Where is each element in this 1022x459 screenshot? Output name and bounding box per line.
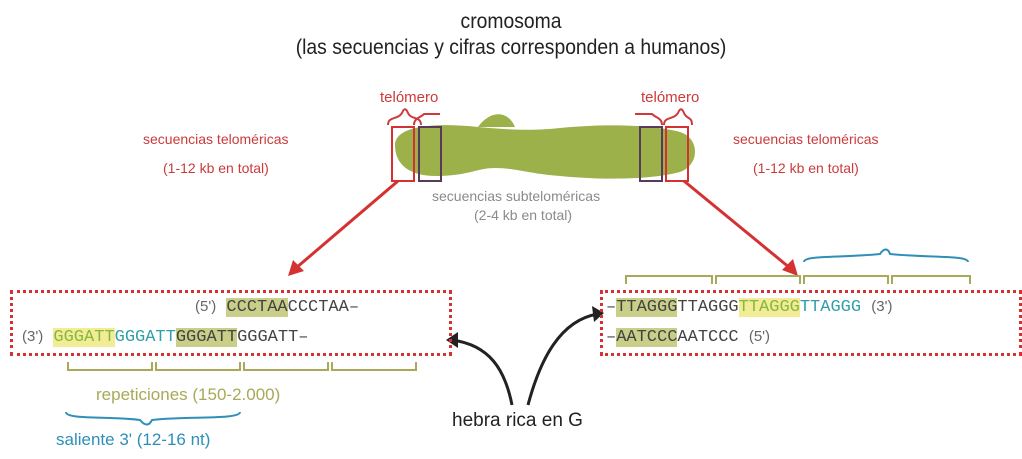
title-line2: (las secuencias y cifras corresponden a … (295, 36, 727, 59)
arrow-g-strand-right (526, 312, 599, 406)
repeat-brackets-right (625, 275, 971, 284)
label-telomere-left: telómero (380, 89, 439, 106)
label-telomeric-right-2: (1-12 kb en total) (753, 160, 859, 176)
subtelomere-box-left (418, 126, 442, 182)
telomere-box-right-outer (665, 126, 689, 182)
label-telomeric-left-1: secuencias teloméricas (143, 131, 289, 147)
arrow-g-strand-left (451, 338, 514, 406)
label-telomeric-left-2: (1-12 kb en total) (163, 160, 269, 176)
telomere-brace-left (387, 108, 422, 126)
overhang-brace-left (65, 411, 241, 426)
overhang-brace-right (803, 248, 969, 263)
arrow-right (683, 179, 791, 270)
title-line1: cromosoma (460, 10, 562, 33)
sequence-box-left (10, 290, 452, 356)
right-seq-top: –TTAGGGTTAGGGTTAGGGTTAGGG (3') (606, 298, 893, 317)
right-seq-bottom: –AATCCCAATCCC (5') (606, 328, 771, 347)
repeat-brackets-left (67, 362, 417, 371)
left-seq-bottom: (3') GGGATTGGGATTGGGATTGGGATT– (22, 328, 309, 347)
label-subtelomeric-2: (2-4 kb en total) (474, 207, 573, 223)
label-telomeric-right-1: secuencias teloméricas (733, 131, 879, 147)
telomere-box-left-outer (391, 126, 415, 182)
left-seq-top: (5') CCCTAACCCTAA– (195, 298, 360, 317)
sequence-box-right (600, 290, 1022, 356)
telomere-brace-right (663, 108, 693, 126)
arrow-left (295, 179, 399, 270)
subtelomere-box-right (639, 126, 663, 182)
label-telomere-right: telómero (641, 89, 700, 106)
label-overhang: saliente 3' (12-16 nt) (56, 430, 211, 449)
label-g-strand: hebra rica en G (452, 410, 583, 431)
chromosome-shape (395, 114, 695, 179)
label-subtelomeric-1: secuencias subteloméricas (432, 188, 601, 204)
label-repeats: repeticiones (150-2.000) (96, 385, 281, 404)
